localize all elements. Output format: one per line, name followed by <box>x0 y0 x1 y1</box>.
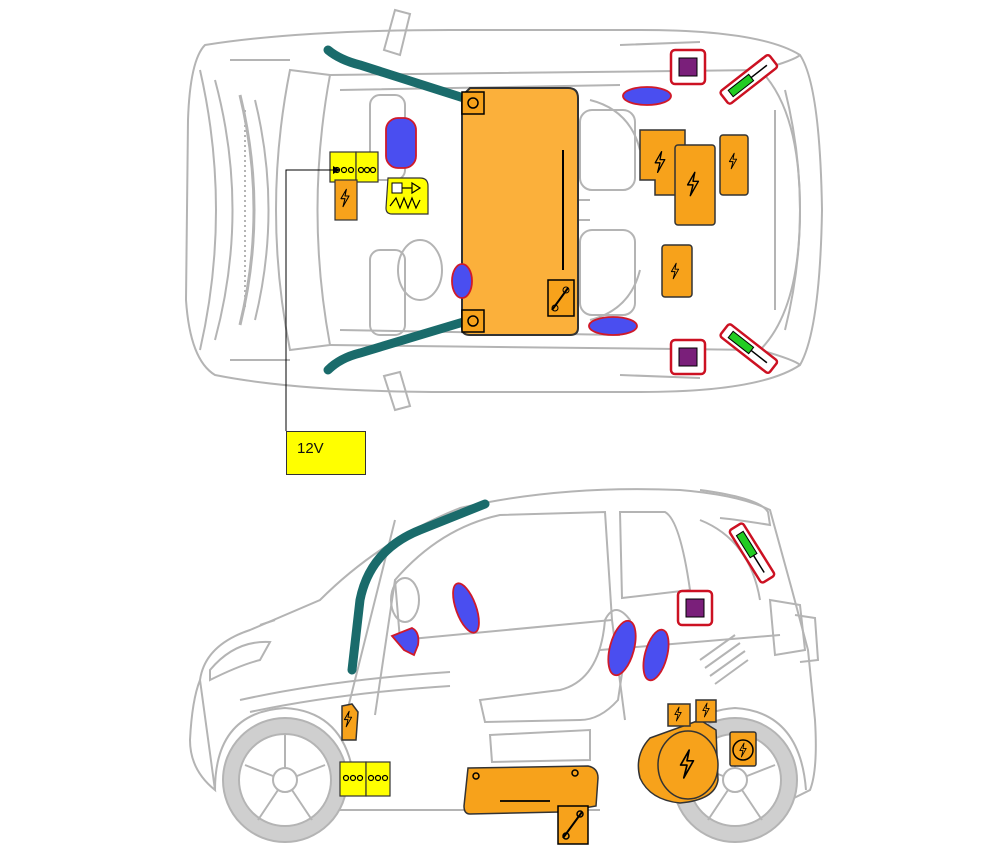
side-view <box>188 488 820 843</box>
airbag-icon <box>385 117 417 169</box>
battery-12v-icon <box>339 761 367 797</box>
airbag-icon <box>607 619 637 677</box>
top-body-outline <box>184 29 824 393</box>
fuse-icon <box>385 177 429 215</box>
airbag-icon <box>588 316 638 336</box>
top-hv-components <box>639 129 749 298</box>
side-12v-batteries <box>339 761 391 797</box>
top-hv-battery <box>461 87 579 336</box>
top-airbags <box>385 86 672 336</box>
callout-leader <box>285 169 340 431</box>
side-hv-battery <box>463 765 599 845</box>
airbag-icon <box>452 582 480 634</box>
top-reinforcement <box>323 45 475 375</box>
side-airbags <box>390 582 670 682</box>
top-windshield <box>275 68 332 352</box>
side-door-window <box>393 510 614 642</box>
top-mirror-right <box>382 370 412 412</box>
battery-12v-icon <box>365 761 391 797</box>
service-disconnect-icon <box>547 279 575 317</box>
airbag-icon <box>642 628 670 682</box>
airbag-icon <box>451 263 473 299</box>
top-front-bumper <box>199 69 217 351</box>
top-sensors <box>669 48 779 376</box>
side-hv-components <box>341 699 757 845</box>
gas-strut-icon <box>728 522 776 584</box>
gas-strut-icon <box>719 53 779 105</box>
high-voltage-icon <box>334 179 358 221</box>
top-12v-components <box>329 151 429 221</box>
callout-12v-label: 12V <box>286 431 366 475</box>
airbag-icon <box>622 86 672 106</box>
airbag-icon <box>390 627 420 657</box>
side-reinforcement <box>347 499 490 675</box>
side-front-wheel <box>222 717 348 843</box>
gas-strut-icon <box>719 323 779 375</box>
top-mirror-left <box>382 8 412 57</box>
service-disconnect-icon <box>557 805 589 845</box>
